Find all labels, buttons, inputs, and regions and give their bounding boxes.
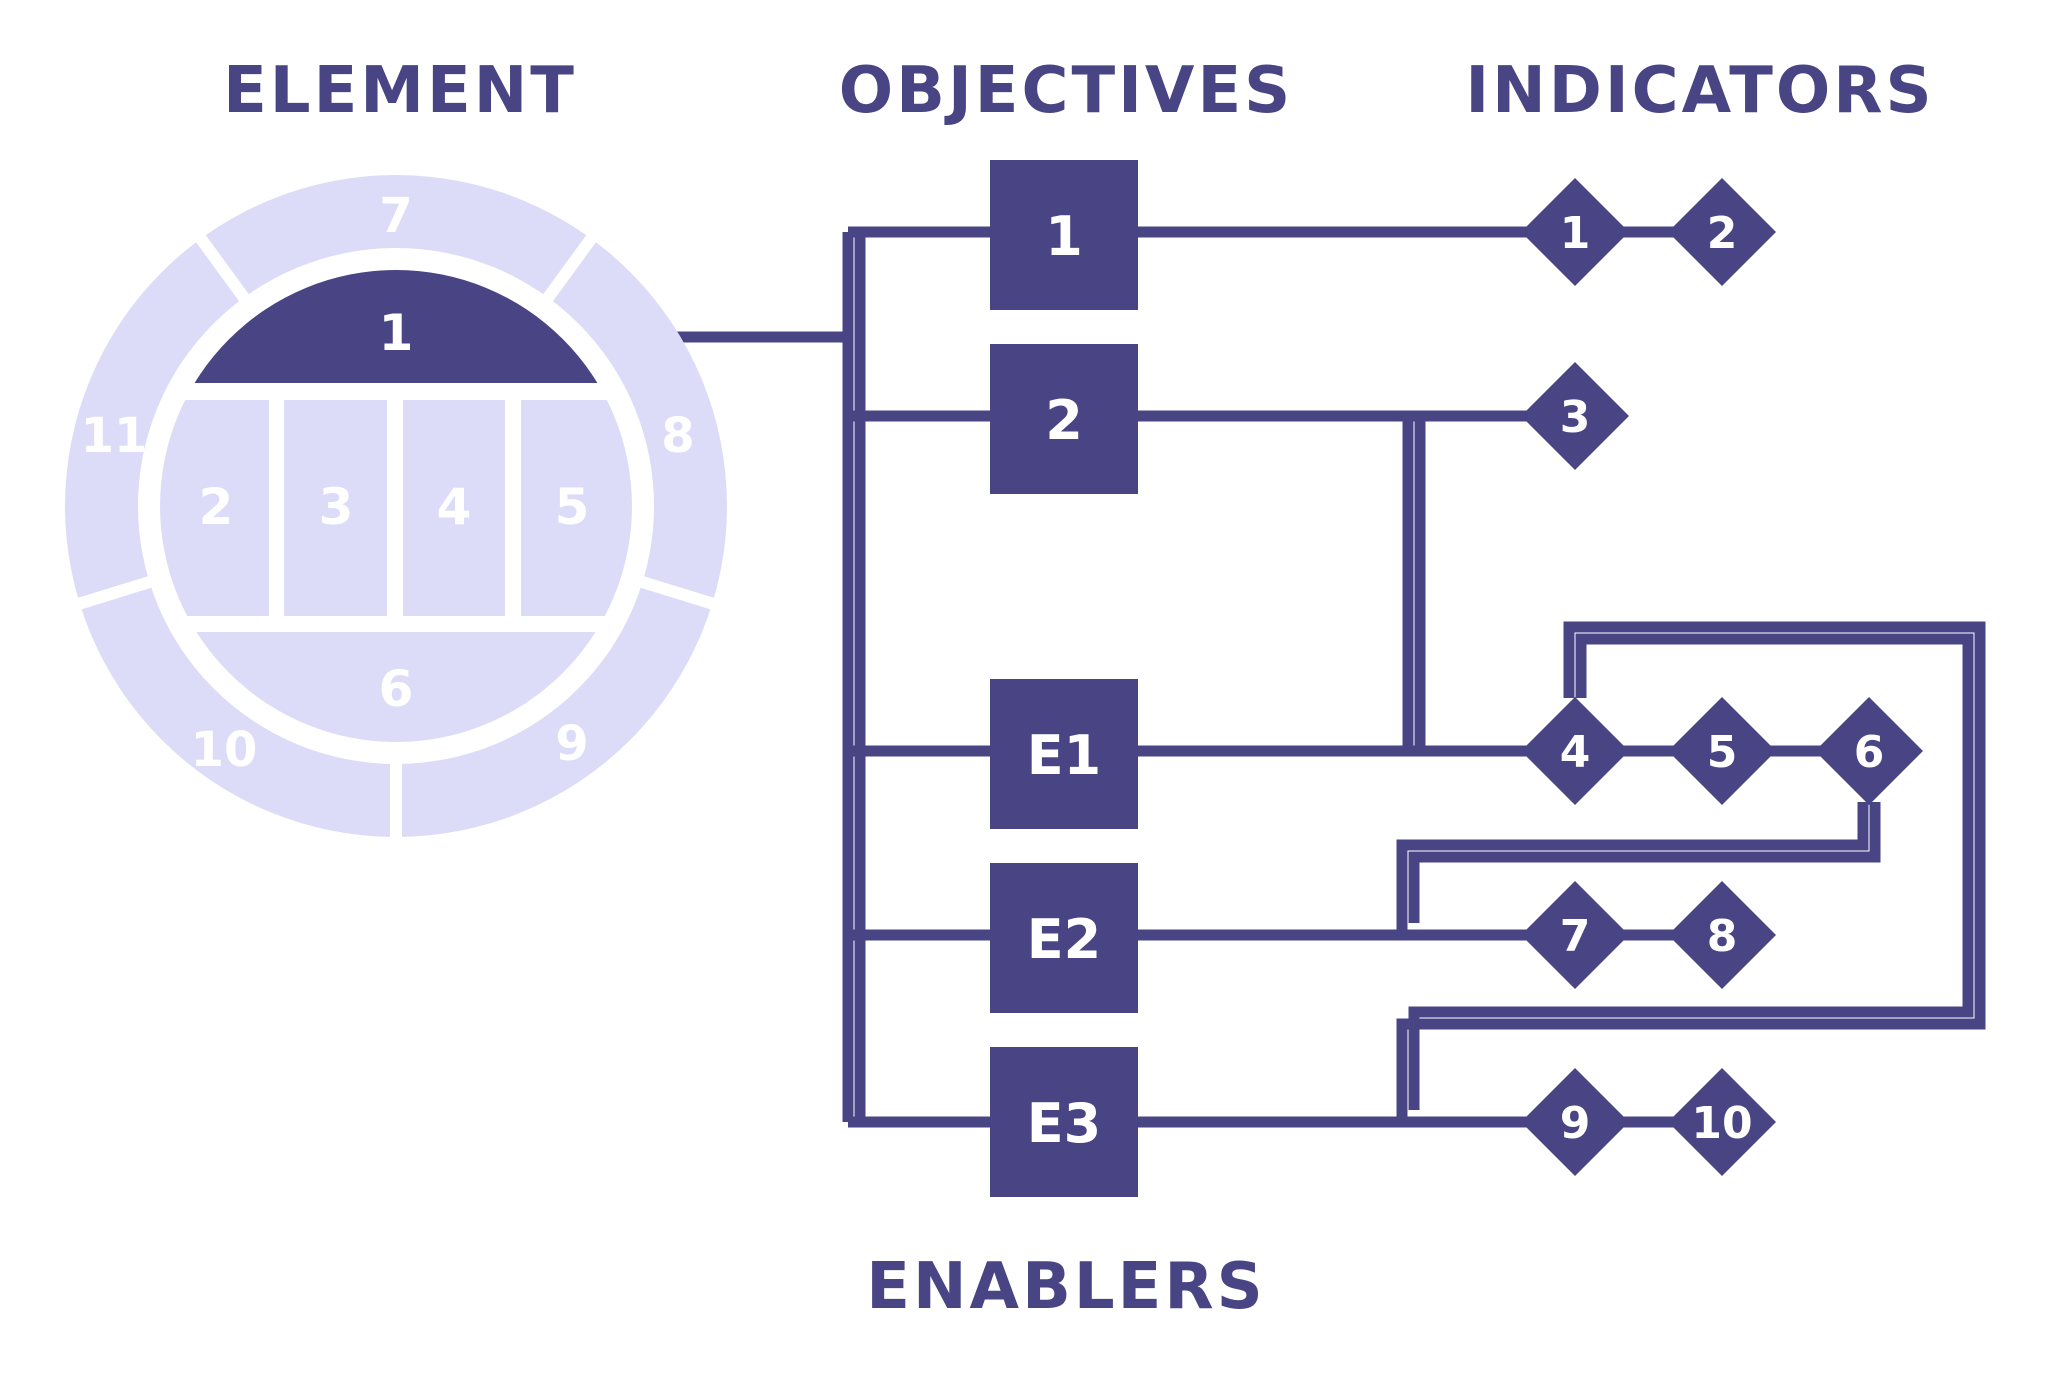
enabler-box-e2 [990, 863, 1138, 1013]
objective-box-1 [990, 160, 1138, 310]
indicator-label-5: 5 [1707, 727, 1738, 778]
connector-ind6-e2-outer [1396, 802, 1869, 935]
indicator-label-7: 7 [1560, 911, 1591, 962]
segment-label-6: 6 [379, 660, 414, 718]
ring-label-9: 9 [555, 716, 588, 772]
enabler-label-e1: E1 [1027, 724, 1101, 787]
heading-objectives: OBJECTIVES [839, 54, 1294, 128]
enabler-label-e2: E2 [1027, 908, 1101, 971]
enabler-box-e3 [990, 1047, 1138, 1197]
element-wheel: 7 8 9 10 11 1 2 3 4 5 6 [65, 175, 727, 845]
enabler-boxes: E1 E2 E3 [990, 679, 1138, 1197]
connector-loop-outer [1396, 621, 1986, 1122]
indicator-diamond-2 [1668, 178, 1776, 286]
ring-label-7: 7 [379, 188, 412, 244]
enabler-box-e1 [990, 679, 1138, 829]
objective-label-2: 2 [1045, 389, 1083, 452]
segment-2 [160, 400, 269, 616]
ring-label-8: 8 [661, 408, 694, 464]
segment-3 [284, 400, 387, 616]
indicator-label-9: 9 [1560, 1098, 1591, 1149]
indicator-diamond-6 [1815, 697, 1923, 805]
indicator-diamond-3 [1521, 362, 1629, 470]
objective-label-1: 1 [1045, 205, 1083, 268]
segment-label-2: 2 [199, 478, 234, 536]
segment-label-4: 4 [437, 478, 472, 536]
indicator-diamond-7 [1521, 881, 1629, 989]
indicator-diamond-1 [1521, 178, 1629, 286]
segment-5 [521, 400, 632, 616]
indicator-diamonds: 1 2 3 4 5 6 7 8 9 10 [1521, 178, 1923, 1176]
heading-element: ELEMENT [223, 54, 577, 128]
indicator-label-3: 3 [1560, 392, 1591, 443]
indicator-label-8: 8 [1707, 911, 1738, 962]
indicator-label-10: 10 [1691, 1098, 1752, 1149]
indicator-label-4: 4 [1560, 727, 1591, 778]
segment-label-3: 3 [319, 478, 354, 536]
enabler-label-e3: E3 [1027, 1092, 1101, 1155]
connectors [555, 226, 1986, 1128]
indicator-diamond-5 [1668, 697, 1776, 805]
ring-label-11: 11 [81, 408, 148, 464]
heading-enablers: ENABLERS [866, 1250, 1265, 1324]
connector-loop-inner [1408, 633, 1974, 1110]
indicator-label-2: 2 [1707, 208, 1738, 259]
segment-4 [403, 400, 505, 616]
indicator-diamond-9 [1521, 1068, 1629, 1176]
ring-label-10: 10 [191, 722, 258, 778]
indicator-label-1: 1 [1560, 208, 1591, 259]
connector-ind6-e2-inner [1408, 802, 1881, 923]
segment-label-1: 1 [379, 304, 414, 362]
indicator-diamond-10 [1668, 1068, 1776, 1176]
indicator-label-6: 6 [1854, 727, 1885, 778]
segment-label-5: 5 [555, 478, 590, 536]
objective-boxes: 1 2 [990, 160, 1138, 494]
indicator-diamond-8 [1668, 881, 1776, 989]
heading-indicators: INDICATORS [1465, 54, 1934, 128]
indicator-diamond-4 [1521, 697, 1629, 805]
objective-box-2 [990, 344, 1138, 494]
